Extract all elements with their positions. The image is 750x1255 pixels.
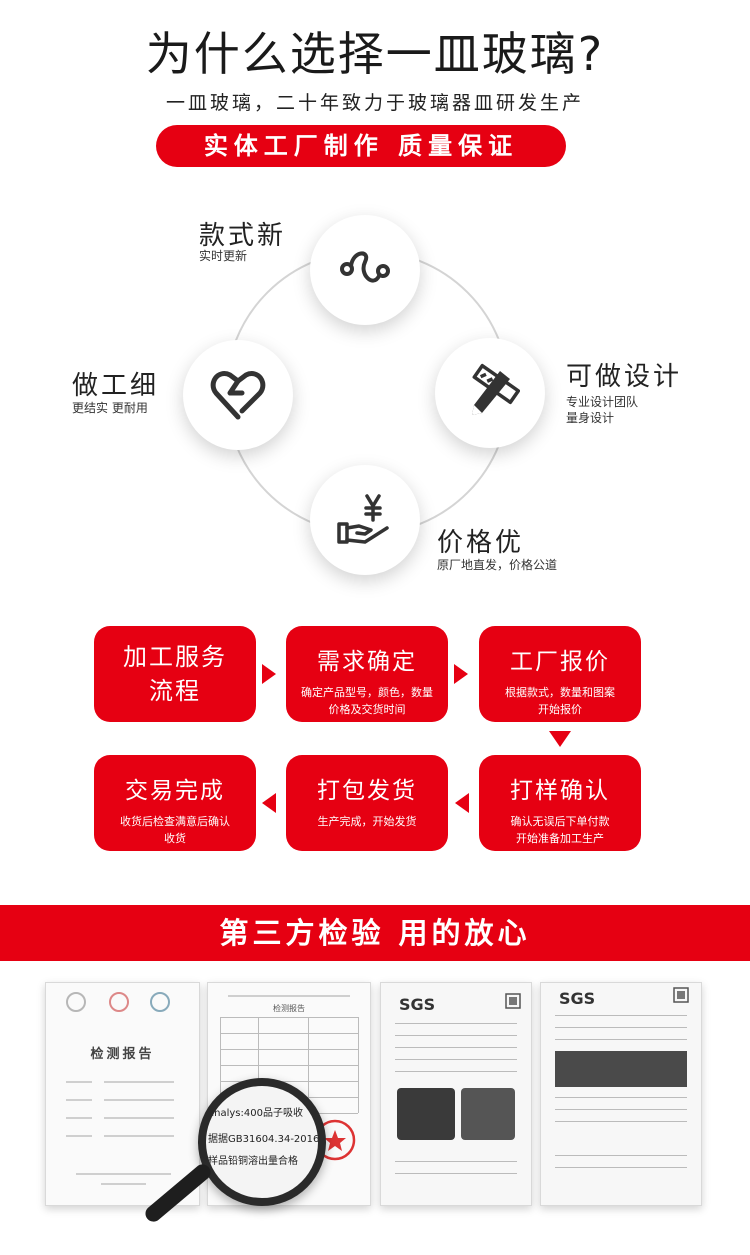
magnifier-text-2: 据据GB31604.34-2016 [208,1134,320,1145]
inspection-banner: 第三方检验 用的放心 [0,905,750,961]
page-title: 为什么选择一皿玻璃? [145,27,605,81]
feature-desc-style: 实时更新 [199,249,248,263]
report-title-small: 检测报告 [273,1004,305,1013]
heart-outline-icon [210,371,266,420]
page-subtitle: 一皿玻璃，二十年致力于玻璃器皿研发生产 [165,92,584,114]
link-icon [340,251,390,283]
process-step-title: 交易完成 [125,778,225,804]
barcode-icon [673,987,689,1003]
feature-node-price [310,465,420,575]
feature-title-quality: 做工细 [72,371,160,401]
sample-photo [555,1051,687,1087]
hand-yen-icon [337,494,389,544]
arrow-right-icon [454,664,468,684]
feature-title-design: 可做设计 [566,362,683,392]
process-step-desc: 确定产品型号，颜色，数量 价格及交货时间 [301,686,433,716]
certification-logos-icon [66,992,170,1012]
arrow-right-icon [262,664,276,684]
process-step-desc: 根据款式，数量和图案 开始报价 [505,686,615,716]
process-start-box: 加工服务 流程 [94,626,256,722]
process-step-complete: 交易完成 收货后检查满意后确认 收货 [94,755,256,851]
sgs-logo: SGS [399,995,436,1014]
quality-pill: 实体工厂制作 质量保证 [156,125,566,167]
process-step-title: 工厂报价 [510,649,610,675]
report-document-1: 检测报告 [45,982,200,1206]
sample-photo [397,1088,455,1140]
feature-node-design [435,338,545,448]
magnifier-text-1: analys:400品子吸收 [208,1108,303,1119]
feature-node-style [310,215,420,325]
process-step-desc: 生产完成，开始发货 [317,815,417,828]
process-step-desc: 确认无误后下单付款 开始准备加工生产 [510,815,610,845]
report-document-sgs-1: SGS [380,982,532,1206]
process-step-quote: 工厂报价 根据款式，数量和图案 开始报价 [479,626,641,722]
magnifier-text-3: 样品铅铜溶出量合格 [208,1156,298,1167]
feature-desc-quality: 更结实 更耐用 [72,401,148,415]
process-step-title: 打样确认 [510,778,610,804]
feature-title-price: 价格优 [437,528,525,558]
magnifier-lens: analys:400品子吸收 据据GB31604.34-2016 样品铅铜溶出量… [198,1078,326,1206]
process-step-title: 打包发货 [317,778,417,804]
feature-desc-design: 专业设计团队 量身设计 [566,395,639,425]
feature-desc-price: 原厂地直发，价格公道 [437,558,558,572]
arrow-down-icon [549,731,571,747]
process-start-label: 加工服务 流程 [123,643,227,705]
arrow-left-icon [455,793,469,813]
sgs-logo: SGS [559,989,596,1008]
feature-node-quality [183,340,293,450]
process-step-demand: 需求确定 确定产品型号，颜色，数量 价格及交货时间 [286,626,448,722]
pencil-ruler-icon [472,363,520,415]
process-step-ship: 打包发货 生产完成，开始发货 [286,755,448,851]
report-document-sgs-2: SGS [540,982,702,1206]
arrow-left-icon [262,793,276,813]
report-title: 检测报告 [90,1047,155,1062]
barcode-icon [505,993,521,1009]
process-step-title: 需求确定 [317,649,417,675]
sample-photo [461,1088,515,1140]
process-step-sample: 打样确认 确认无误后下单付款 开始准备加工生产 [479,755,641,851]
feature-title-style: 款式新 [199,221,287,251]
process-step-desc: 收货后检查满意后确认 收货 [120,815,230,845]
